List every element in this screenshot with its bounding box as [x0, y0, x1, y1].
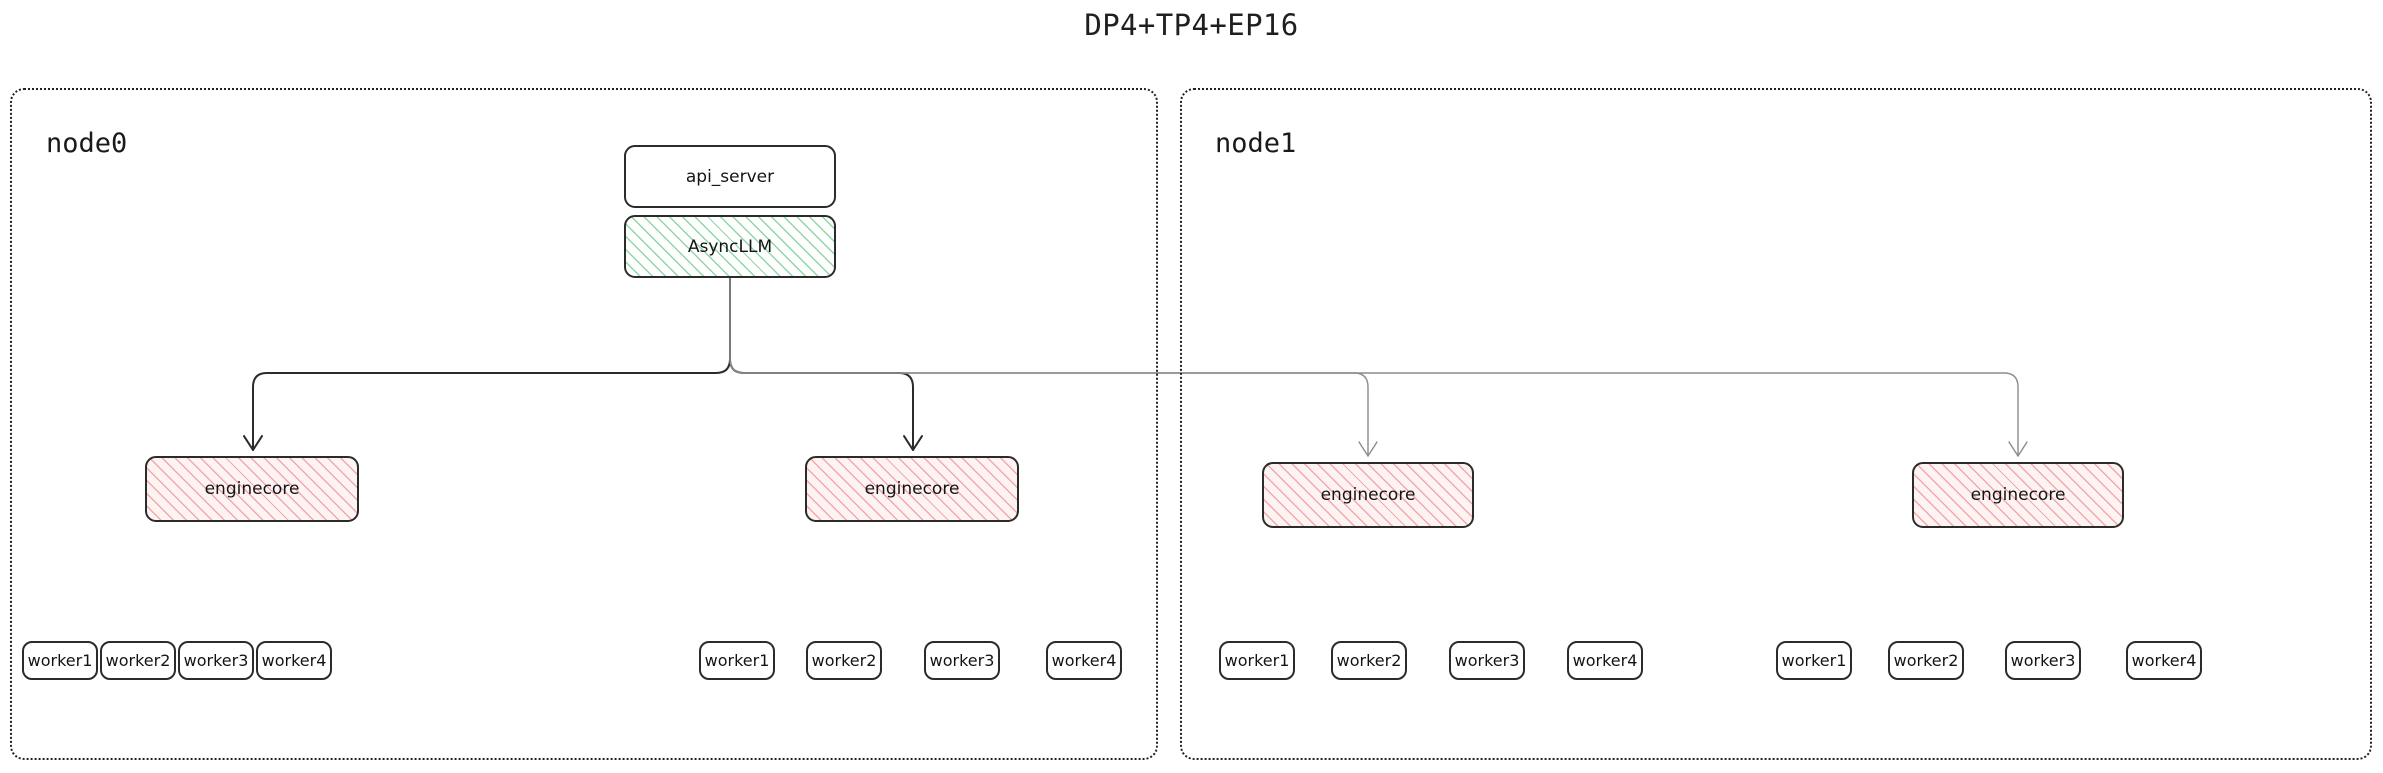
node-worker-g1-3-label: worker4 [1051, 651, 1117, 670]
node-enginecore-2-label: enginecore [1320, 485, 1416, 505]
node-enginecore-1[interactable]: enginecore [805, 456, 1019, 522]
node-worker-g1-2[interactable]: worker3 [924, 641, 1000, 680]
cluster-label-node1: node1 [1215, 128, 1297, 159]
node-async-llm[interactable]: AsyncLLM [624, 215, 836, 278]
cluster-node1 [1180, 88, 2372, 760]
node-worker-g1-0-label: worker1 [704, 651, 770, 670]
node-worker-g1-1-label: worker2 [811, 651, 877, 670]
node-worker-g3-2-label: worker3 [2010, 651, 2076, 670]
node-worker-g1-0[interactable]: worker1 [699, 641, 775, 680]
node-worker-g2-0-label: worker1 [1224, 651, 1290, 670]
node-worker-g2-2[interactable]: worker3 [1449, 641, 1525, 680]
node-worker-g0-0[interactable]: worker1 [22, 641, 98, 680]
node-worker-g0-3[interactable]: worker4 [256, 641, 332, 680]
node-worker-g2-3-label: worker4 [1572, 651, 1638, 670]
node-enginecore-3[interactable]: enginecore [1912, 462, 2124, 528]
node-enginecore-1-label: enginecore [864, 479, 960, 499]
node-worker-g3-3-label: worker4 [2131, 651, 2197, 670]
node-worker-g2-2-label: worker3 [1454, 651, 1520, 670]
cluster-label-node0: node0 [46, 128, 128, 159]
node-enginecore-0[interactable]: enginecore [145, 456, 359, 522]
node-worker-g2-0[interactable]: worker1 [1219, 641, 1295, 680]
node-enginecore-2[interactable]: enginecore [1262, 462, 1474, 528]
node-worker-g3-0[interactable]: worker1 [1776, 641, 1852, 680]
cluster-node0 [10, 88, 1158, 760]
node-worker-g3-2[interactable]: worker3 [2005, 641, 2081, 680]
node-worker-g0-2-label: worker3 [183, 651, 249, 670]
node-worker-g3-1-label: worker2 [1893, 651, 1959, 670]
node-enginecore-3-label: enginecore [1970, 485, 2066, 505]
node-worker-g0-1-label: worker2 [105, 651, 171, 670]
node-worker-g0-1[interactable]: worker2 [100, 641, 176, 680]
node-worker-g1-1[interactable]: worker2 [806, 641, 882, 680]
node-enginecore-0-label: enginecore [204, 479, 300, 499]
node-worker-g2-3[interactable]: worker4 [1567, 641, 1643, 680]
node-worker-g3-0-label: worker1 [1781, 651, 1847, 670]
node-worker-g2-1-label: worker2 [1336, 651, 1402, 670]
node-worker-g0-2[interactable]: worker3 [178, 641, 254, 680]
page-title: DP4+TP4+EP16 [1084, 8, 1299, 42]
node-api-server-label: api_server [685, 166, 775, 187]
node-worker-g3-3[interactable]: worker4 [2126, 641, 2202, 680]
node-worker-g3-1[interactable]: worker2 [1888, 641, 1964, 680]
node-worker-g1-3[interactable]: worker4 [1046, 641, 1122, 680]
node-async-llm-label: AsyncLLM [687, 236, 773, 257]
node-api-server[interactable]: api_server [624, 145, 836, 208]
node-worker-g1-2-label: worker3 [929, 651, 995, 670]
node-worker-g2-1[interactable]: worker2 [1331, 641, 1407, 680]
node-worker-g0-0-label: worker1 [27, 651, 93, 670]
node-worker-g0-3-label: worker4 [261, 651, 327, 670]
